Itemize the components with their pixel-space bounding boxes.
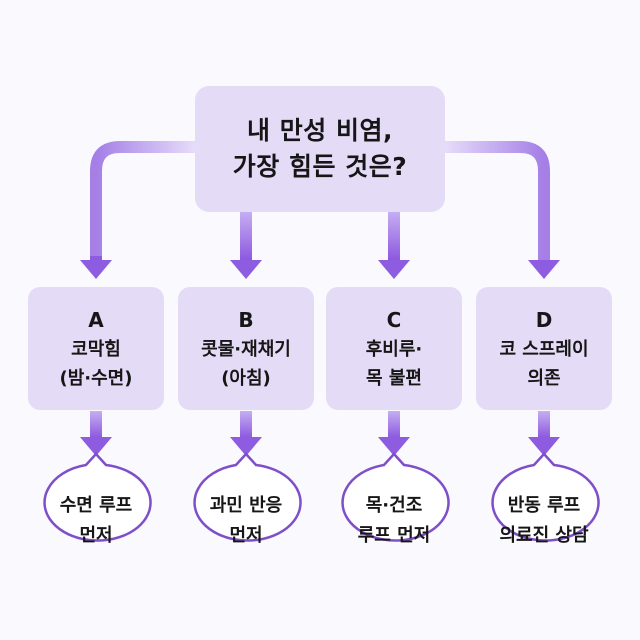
result-d-line-2: 의료진 상담 (499, 525, 589, 546)
option-d-line-2: 의존 (527, 367, 561, 389)
result-bubble-a (43, 452, 152, 542)
result-d-text: 반동 루프 의료진 상담 (474, 488, 614, 554)
option-a-line-2: (밤·수면) (59, 367, 133, 389)
question-box: 내 만성 비염, 가장 힘든 것은? (195, 86, 445, 212)
result-c-line-2: 루프 먼저 (357, 525, 431, 546)
arrow-c-to-result (378, 411, 410, 456)
arrow-d-to-result (528, 411, 560, 456)
question-line-2: 가장 힘든 것은? (232, 152, 408, 181)
option-a-line-1: 코막힘 (71, 338, 121, 360)
arrow-b-to-result (230, 411, 262, 456)
arrow-a-to-result (80, 411, 112, 456)
result-b-line-1: 과민 반응 (209, 495, 283, 516)
result-c-line-1: 목·건조 (365, 495, 423, 516)
result-bubble-d (491, 452, 600, 542)
result-bubble-b (193, 452, 302, 542)
result-b-text: 과민 반응 먼저 (176, 488, 316, 554)
option-b-letter: B (238, 307, 254, 332)
option-d-box: D 코 스프레이 의존 (476, 287, 612, 410)
result-b-line-2: 먼저 (229, 525, 263, 546)
option-a-letter: A (88, 307, 104, 332)
option-b-line-1: 콧물·재채기 (201, 338, 291, 360)
option-c-line-2: 목 불편 (366, 367, 422, 389)
question-line-1: 내 만성 비염, (247, 116, 393, 145)
option-b-box: B 콧물·재채기 (아침) (178, 287, 314, 410)
option-d-line-1: 코 스프레이 (499, 338, 589, 360)
arrow-question-to-b (230, 212, 262, 279)
option-a-box: A 코막힘 (밤·수면) (28, 287, 164, 410)
arrow-question-to-c (378, 212, 410, 279)
option-c-letter: C (386, 307, 402, 332)
arrow-question-to-a (80, 141, 195, 279)
result-a-line-2: 먼저 (79, 525, 113, 546)
option-c-box: C 후비루· 목 불편 (326, 287, 462, 410)
option-d-letter: D (535, 307, 553, 332)
result-a-line-1: 수면 루프 (59, 495, 133, 516)
result-c-text: 목·건조 루프 먼저 (324, 488, 464, 554)
arrow-question-to-d (445, 141, 560, 279)
option-c-line-1: 후비루· (365, 338, 423, 360)
result-bubble-c (341, 452, 450, 542)
result-d-line-1: 반동 루프 (507, 495, 581, 516)
option-b-line-2: (아침) (221, 367, 271, 389)
result-a-text: 수면 루프 먼저 (26, 488, 166, 554)
